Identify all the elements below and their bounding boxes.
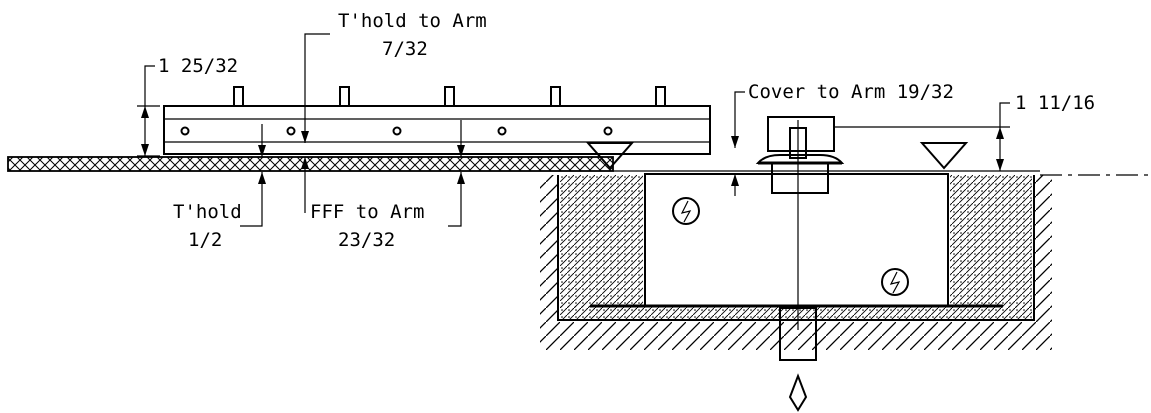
arm-post-2 xyxy=(339,86,350,107)
arm-hole-1 xyxy=(180,126,190,136)
arm-post-1 xyxy=(233,86,244,107)
dimension-overall-height xyxy=(137,65,160,157)
arm-hole-2 xyxy=(286,126,296,136)
electrical-symbol-left-icon xyxy=(672,197,700,225)
label-thold-title: T'hold xyxy=(173,201,242,223)
arm-post-4 xyxy=(550,86,561,107)
label-fff-to-arm-title: FFF to Arm xyxy=(310,201,424,223)
label-thold-value: 1/2 xyxy=(188,229,222,251)
label-thold-to-arm-title: T'hold to Arm xyxy=(338,10,487,32)
label-cover-to-arm: Cover to Arm 19/32 xyxy=(748,81,954,103)
arm-post-5 xyxy=(655,86,666,107)
label-fff-to-arm-value: 23/32 xyxy=(338,229,395,251)
arm-hole-4 xyxy=(497,126,507,136)
dimension-thold-to-arm xyxy=(301,33,330,172)
dimension-cover-to-arm xyxy=(731,91,745,196)
cement-case xyxy=(540,173,1052,350)
label-right-height: 1 11/16 xyxy=(1015,92,1095,114)
closer-spindle xyxy=(755,116,845,361)
label-overall-height: 1 25/32 xyxy=(158,55,238,77)
dimension-fff-to-arm xyxy=(304,120,465,227)
spindle-point-icon xyxy=(788,373,808,412)
floor-finish xyxy=(7,156,614,172)
arm-hole-5 xyxy=(603,126,613,136)
dimension-thold xyxy=(240,124,266,227)
dimension-right-height xyxy=(834,102,1010,171)
arm-hole-3 xyxy=(392,126,402,136)
level-marker-left-icon xyxy=(585,142,635,170)
label-thold-to-arm-value: 7/32 xyxy=(382,38,428,60)
level-marker-right-icon xyxy=(919,142,969,170)
arm-post-3 xyxy=(444,86,455,107)
electrical-symbol-right-icon xyxy=(881,268,909,296)
